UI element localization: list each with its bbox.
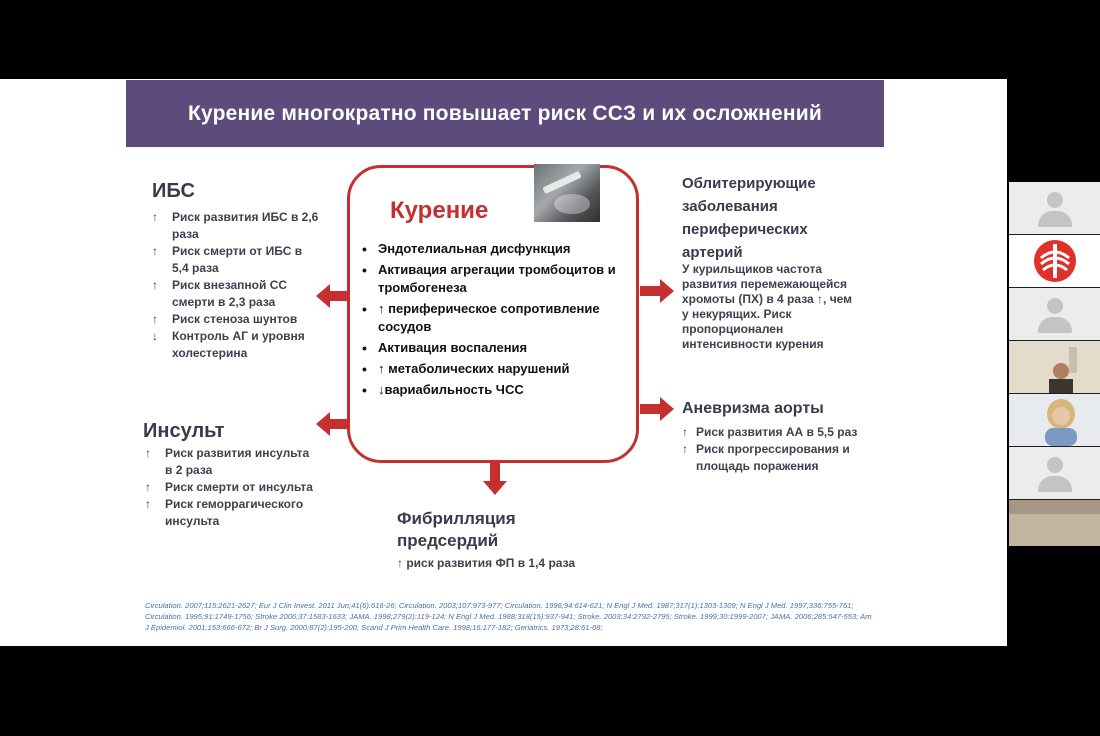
- list-item: Эндотелиальная дисфункция: [358, 240, 638, 258]
- arrow-right-icon: [640, 279, 674, 303]
- list-item: ↑Риск смерти от ИБС в 5,4 раза: [152, 244, 303, 275]
- list-item: ↑Риск внезапной СС смерти в 2,3 раза: [152, 278, 288, 309]
- presentation-slide: Курение многократно повышает риск ССЗ и …: [0, 79, 1007, 646]
- list-item: ↑Риск прогрессирования и площадь поражен…: [682, 442, 850, 473]
- slide-title: Курение многократно повышает риск ССЗ и …: [187, 101, 823, 125]
- list-item: ↑Риск стеноза шунтов: [152, 312, 298, 326]
- center-smoking-box: Курение Эндотелиальная дисфункция Актива…: [347, 164, 639, 463]
- list-item: ↑Риск развития инсульта в 2 раза: [145, 446, 310, 477]
- pad-text: У курильщиков частота развития перемежаю…: [682, 262, 853, 351]
- list-item: ↓Контроль АГ и уровня холестерина: [152, 329, 305, 360]
- list-item: ↑ метаболических нарушений: [358, 360, 638, 378]
- participants-panel: [1009, 182, 1100, 546]
- avatar-icon: [1035, 188, 1075, 228]
- stroke-list: ↑Риск развития инсульта в 2 раза ↑Риск с…: [143, 445, 318, 530]
- arrow-left-icon: [316, 412, 348, 436]
- participant-tile[interactable]: [1009, 182, 1100, 234]
- list-item: Активация агрегации тромбоцитов и тромбо…: [358, 261, 638, 297]
- list-item: ↓вариабильность ЧСС: [358, 381, 638, 399]
- list-item: ↑ периферическое сопротивление сосудов: [358, 300, 638, 336]
- center-title: Курение: [390, 197, 489, 224]
- logo-icon: [1033, 240, 1076, 282]
- ibs-heading: ИБС: [152, 180, 195, 202]
- participant-video: [1009, 394, 1100, 446]
- participant-video-tile[interactable]: [1009, 500, 1100, 546]
- list-item: ↑Риск развития ИБС в 2,6 раза: [152, 210, 319, 241]
- arrow-right-icon: [640, 397, 674, 421]
- ibs-list: ↑Риск развития ИБС в 2,6 раза ↑Риск смер…: [150, 209, 320, 362]
- participant-tile[interactable]: [1009, 288, 1100, 340]
- participant-video-tile[interactable]: [1009, 394, 1100, 446]
- stroke-heading: Инсульт: [143, 420, 225, 442]
- participant-tile[interactable]: [1009, 447, 1100, 499]
- af-text: ↑ риск развития ФП в 1,4 раза: [397, 556, 576, 570]
- af-heading: Фибрилляция предсердий: [397, 509, 516, 550]
- cigarette-ashtray-image: [534, 164, 600, 222]
- participant-video: [1009, 341, 1100, 393]
- arrow-down-icon: [483, 463, 507, 495]
- slide-title-bar: Курение многократно повышает риск ССЗ и …: [126, 80, 884, 147]
- list-item: Активация воспаления: [358, 339, 638, 357]
- aorta-heading: Аневризма аорты: [682, 400, 824, 417]
- avatar-icon: [1035, 294, 1075, 334]
- participant-tile[interactable]: [1009, 235, 1100, 287]
- arrow-left-icon: [316, 284, 348, 308]
- list-item: ↑Риск геморрагического инсульта: [145, 497, 304, 528]
- pad-heading: Облитерирующие заболевания периферически…: [682, 175, 816, 261]
- participant-video-tile[interactable]: [1009, 341, 1100, 393]
- list-item: ↑Риск развития АА в 5,5 раз: [682, 425, 858, 439]
- list-item: ↑Риск смерти от инсульта: [145, 480, 313, 494]
- participant-video: [1009, 500, 1100, 546]
- avatar-icon: [1035, 453, 1075, 493]
- center-effects-list: Эндотелиальная дисфункция Активация агре…: [358, 240, 638, 402]
- aorta-list: ↑Риск развития АА в 5,5 раз ↑Риск прогре…: [682, 424, 872, 475]
- references-text: Circulation. 2007;115:2621-2627; Eur J C…: [145, 601, 872, 632]
